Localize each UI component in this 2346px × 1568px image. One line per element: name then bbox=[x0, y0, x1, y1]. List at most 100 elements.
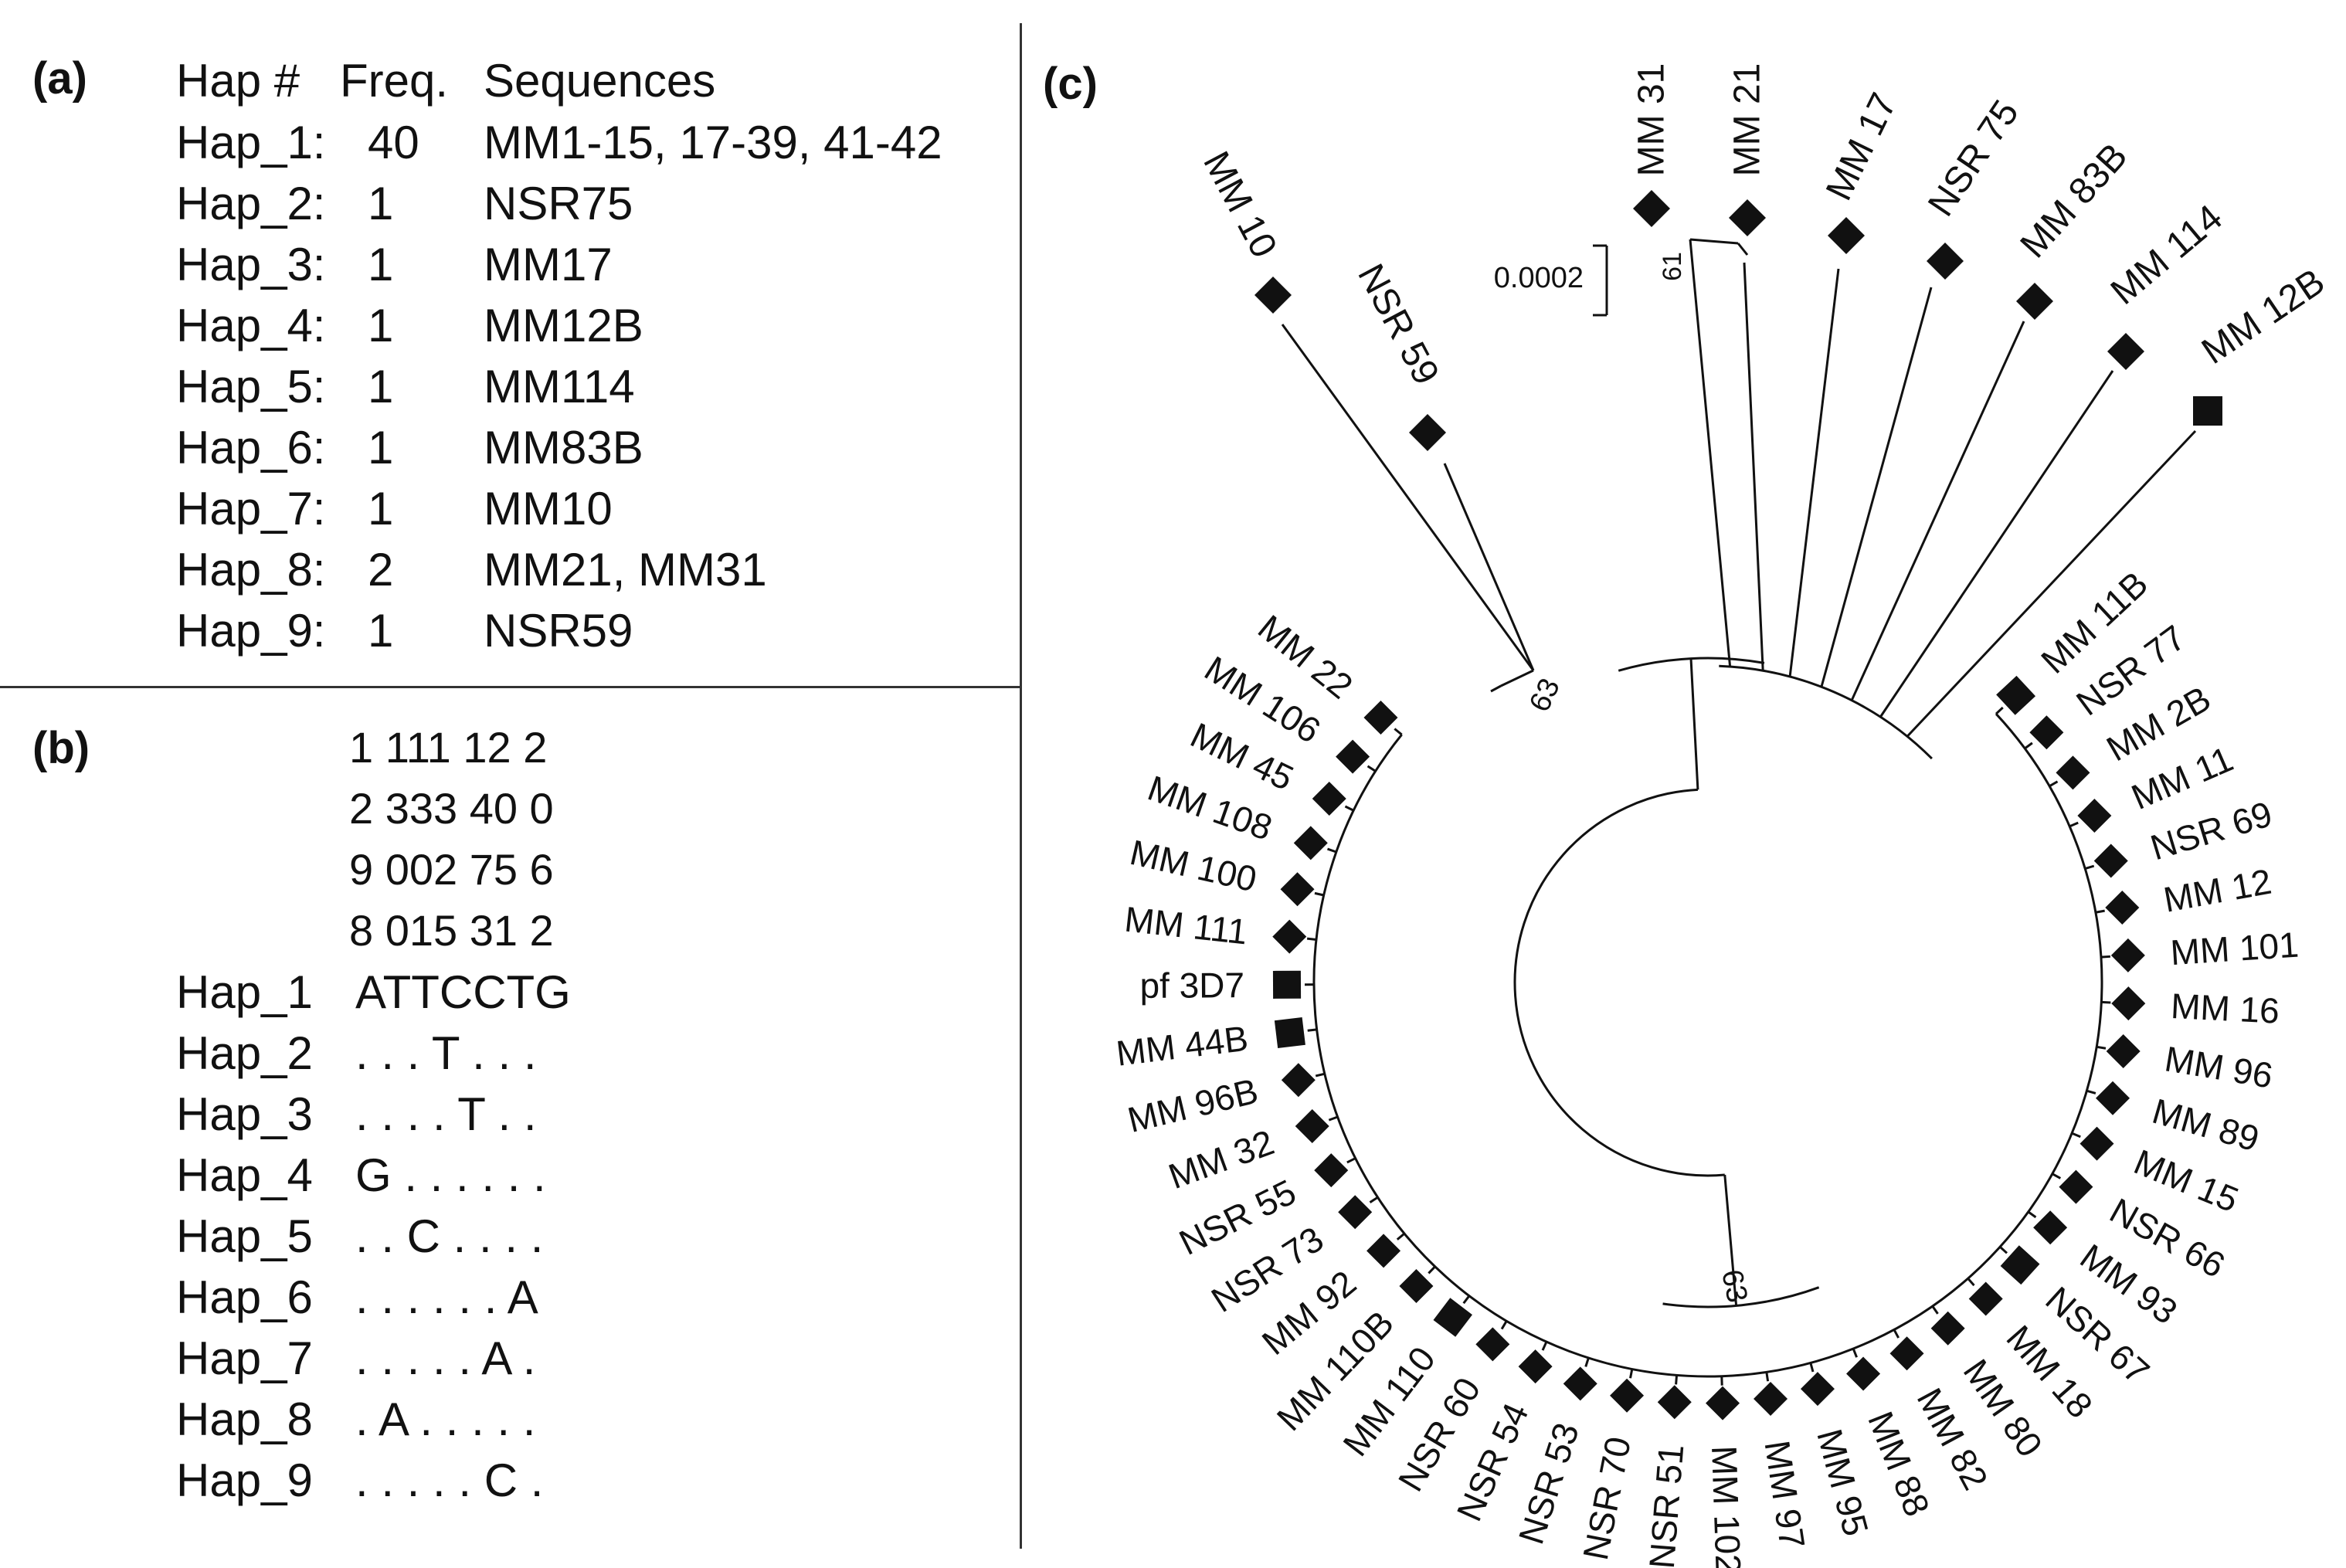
alignment-hap-label: Hap_2 bbox=[176, 1027, 313, 1079]
tip-tick bbox=[1328, 1115, 1339, 1122]
haplotype-row-sequences: NSR59 bbox=[484, 605, 633, 657]
leaf-diamond-marker bbox=[1518, 1349, 1553, 1384]
haplotype-row-freq: 1 bbox=[368, 361, 394, 412]
crown-branch bbox=[1820, 287, 1933, 687]
leaf-diamond-marker bbox=[1927, 243, 1964, 280]
tip-tick bbox=[1314, 891, 1325, 897]
haplotype-row-freq: 1 bbox=[368, 178, 394, 229]
leaf-label: MM 101 bbox=[2169, 925, 2300, 973]
leaf-diamond-marker bbox=[2106, 1034, 2141, 1069]
leaf-diamond-marker bbox=[1706, 1386, 1740, 1420]
leaf-square-marker bbox=[1274, 1016, 1305, 1049]
tip-tick bbox=[2027, 1210, 2037, 1219]
alignment-hap-label: Hap_6 bbox=[176, 1271, 313, 1323]
panel-a-label: (a) bbox=[32, 53, 87, 104]
tip-tick bbox=[1931, 1305, 1939, 1315]
position-row: 1 111 12 2 bbox=[349, 723, 548, 772]
leaf-label: MM 16 bbox=[2170, 986, 2280, 1031]
alignment-hap-label: Hap_3 bbox=[176, 1088, 313, 1140]
tree-branch bbox=[1490, 684, 1502, 693]
haplotype-row-hap: Hap_1: bbox=[176, 117, 326, 168]
tip-tick bbox=[2086, 1089, 2096, 1095]
panel-c-label: (c) bbox=[1043, 59, 1098, 109]
leaf-label: MM 97 bbox=[1757, 1437, 1812, 1551]
leaf-diamond-marker bbox=[2107, 333, 2144, 370]
vertical-divider bbox=[1020, 23, 1022, 1549]
haplotype-row-hap: Hap_4: bbox=[176, 300, 326, 351]
tree-branch bbox=[1689, 238, 1739, 245]
leaf-diamond-marker bbox=[1409, 414, 1446, 451]
inner-arc bbox=[1513, 788, 1725, 1177]
leaf-diamond-marker bbox=[1729, 199, 1766, 236]
crown-branch bbox=[1689, 239, 1732, 667]
tip-tick bbox=[2071, 1132, 2081, 1139]
alignment-sequence: . A . . . . . bbox=[355, 1393, 536, 1445]
haplotype-row-hap: Hap_9: bbox=[176, 605, 326, 657]
tip-tick bbox=[2101, 1000, 2111, 1004]
leaf-label: MM 111 bbox=[1122, 898, 1249, 952]
tip-tick bbox=[1893, 1329, 1900, 1339]
tip-tick bbox=[1315, 1072, 1326, 1078]
leaf-diamond-marker bbox=[2093, 843, 2128, 878]
leaf-diamond-marker bbox=[1563, 1366, 1597, 1401]
haplotype-row-hap: Hap_2: bbox=[176, 178, 326, 229]
haplotype-row-hap: Hap_7: bbox=[176, 483, 326, 535]
tip-tick bbox=[1462, 1295, 1471, 1305]
tip-tick bbox=[1326, 847, 1337, 854]
alignment-sequence: . . . . . . A bbox=[355, 1271, 538, 1323]
tip-tick bbox=[2084, 864, 2095, 871]
haplotype-row-freq: 1 bbox=[368, 422, 394, 473]
leaf-diamond-marker bbox=[1610, 1378, 1645, 1413]
alignment-hap-label: Hap_9 bbox=[176, 1454, 313, 1506]
leaf-square-marker bbox=[1433, 1298, 1472, 1337]
position-row: 2 333 40 0 bbox=[349, 784, 554, 833]
haplotype-row-hap: Hap_6: bbox=[176, 422, 326, 473]
tip-tick bbox=[1809, 1363, 1815, 1373]
tree-branch bbox=[1723, 1174, 1738, 1306]
tips-arc bbox=[1312, 713, 2103, 1378]
leaf-diamond-marker bbox=[2096, 1081, 2130, 1115]
leaf-diamond-marker bbox=[2110, 938, 2145, 972]
leaf-diamond-marker bbox=[2077, 798, 2112, 833]
leaf-diamond-marker bbox=[1314, 1153, 1349, 1188]
header-hap: Hap # bbox=[176, 55, 300, 107]
leaf-diamond-marker bbox=[1399, 1269, 1434, 1304]
horizontal-divider bbox=[0, 686, 1021, 688]
crown-branch bbox=[1850, 321, 2025, 701]
leaf-label: MM 83B bbox=[2013, 136, 2136, 266]
haplotype-row-sequences: MM83B bbox=[484, 422, 643, 473]
haplotype-row-sequences: MM1-15, 17-39, 41-42 bbox=[484, 117, 942, 168]
leaf-diamond-marker bbox=[1338, 1195, 1373, 1230]
tip-tick bbox=[1500, 1320, 1508, 1330]
alignment-sequence: G . . . . . . bbox=[355, 1149, 546, 1201]
leaf-diamond-marker bbox=[2016, 283, 2053, 320]
tip-tick bbox=[1367, 765, 1377, 772]
tip-tick bbox=[1428, 1265, 1436, 1274]
leaf-diamond-marker bbox=[1889, 1336, 1924, 1371]
leaf-diamond-marker bbox=[1280, 872, 1315, 907]
crown-branch bbox=[1743, 262, 1764, 671]
leaf-diamond-marker bbox=[1293, 826, 1328, 860]
leaf-diamond-marker bbox=[1336, 739, 1370, 774]
alignment-hap-label: Hap_8 bbox=[176, 1393, 313, 1445]
position-row: 9 002 75 6 bbox=[349, 845, 554, 894]
crown-branch bbox=[1906, 429, 2197, 738]
leaf-diamond-marker bbox=[1254, 277, 1292, 314]
alignment-sequence: . . C . . . . bbox=[355, 1210, 544, 1262]
tip-tick bbox=[1394, 728, 1403, 736]
alignment-sequence: ATTCCTG bbox=[355, 966, 571, 1018]
leaf-diamond-marker bbox=[1754, 1381, 1788, 1416]
leaf-label: MM 12B bbox=[2195, 261, 2332, 372]
alignment-sequence: . . . . T . . bbox=[355, 1088, 537, 1140]
bootstrap-label: 61 bbox=[1658, 252, 1687, 281]
haplotype-row-freq: 40 bbox=[368, 117, 419, 168]
leaf-diamond-marker bbox=[1828, 217, 1865, 254]
bootstrap-label: 63 bbox=[1715, 1267, 1754, 1305]
position-row: 8 015 31 2 bbox=[349, 906, 554, 955]
tip-tick bbox=[1396, 1232, 1405, 1240]
leaf-label: pf 3D7 bbox=[1139, 965, 1244, 1006]
bottom-clade-arc bbox=[1662, 1286, 1820, 1308]
haplotype-row-freq: 2 bbox=[368, 544, 394, 596]
tip-tick bbox=[2100, 955, 2111, 959]
